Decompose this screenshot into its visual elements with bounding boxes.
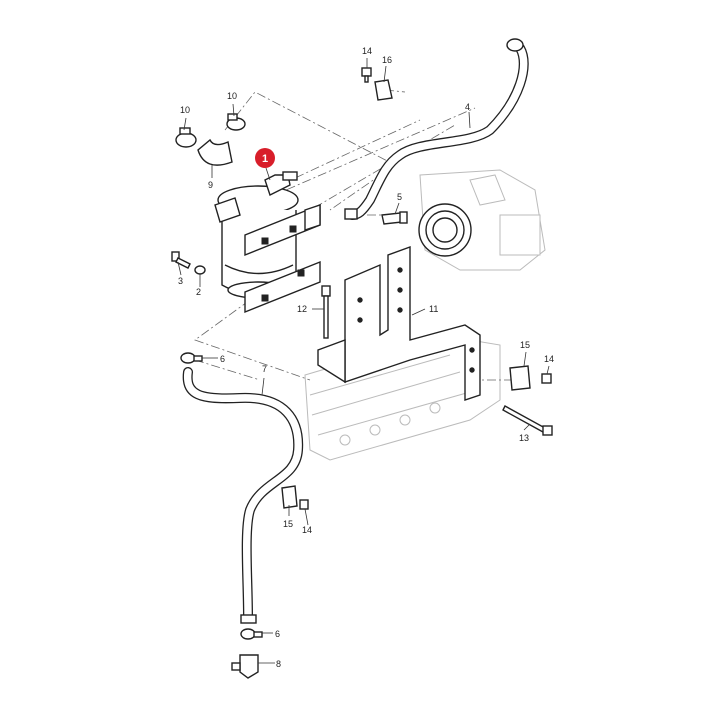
label-10-left: 10 <box>180 105 190 115</box>
bolt-13 <box>502 405 553 436</box>
bolt-14-right <box>541 373 552 384</box>
label-15-right: 15 <box>520 340 530 350</box>
label-14-right: 14 <box>544 354 554 364</box>
label-10-right: 10 <box>227 91 237 101</box>
label-9: 9 <box>208 180 213 190</box>
label-6-upper: 6 <box>220 354 225 364</box>
label-4: 4 <box>465 102 470 112</box>
mounting-bracket-upper <box>244 203 321 257</box>
label-11: 11 <box>429 304 438 314</box>
hose-4 <box>344 38 529 220</box>
hose-clamp-6-upper <box>180 352 203 364</box>
leader-lines <box>177 58 550 664</box>
label-13: 13 <box>519 433 529 443</box>
bolt-12 <box>321 285 331 339</box>
fitting-8 <box>231 654 259 679</box>
bracket-11 <box>317 246 481 401</box>
callout-marker: 1 <box>255 148 275 181</box>
bolt-14-lower <box>299 499 309 510</box>
part-labels: 14 16 10 10 4 9 5 3 2 12 11 6 7 15 14 13… <box>178 46 554 669</box>
label-3: 3 <box>178 276 183 286</box>
label-15-lower: 15 <box>283 519 293 529</box>
hose-clamp-10-left <box>175 127 197 148</box>
clip-15-right <box>509 365 531 391</box>
mounting-bracket-lower <box>244 260 321 314</box>
label-12: 12 <box>297 304 307 314</box>
bolt-14-top <box>361 67 372 83</box>
label-8: 8 <box>276 659 281 669</box>
clip-15-lower <box>281 485 298 509</box>
bolt-3 <box>171 251 191 269</box>
label-7: 7 <box>262 364 267 374</box>
throttle-body <box>418 169 546 271</box>
label-16: 16 <box>382 55 392 65</box>
clip-16 <box>374 79 393 101</box>
fitting-5 <box>381 211 408 225</box>
hose-clamp-6-lower <box>240 628 263 640</box>
elbow-hose-9 <box>197 138 233 166</box>
hose-7 <box>182 367 304 624</box>
callout-number: 1 <box>262 153 268 165</box>
label-14-top: 14 <box>362 46 372 56</box>
callout-badge <box>255 148 275 168</box>
hose-clamp-10-right <box>226 113 246 131</box>
label-2: 2 <box>196 287 201 297</box>
label-6-lower: 6 <box>275 629 280 639</box>
label-14-lower: 14 <box>302 525 312 535</box>
washer-2 <box>194 265 206 275</box>
label-5: 5 <box>397 192 402 202</box>
